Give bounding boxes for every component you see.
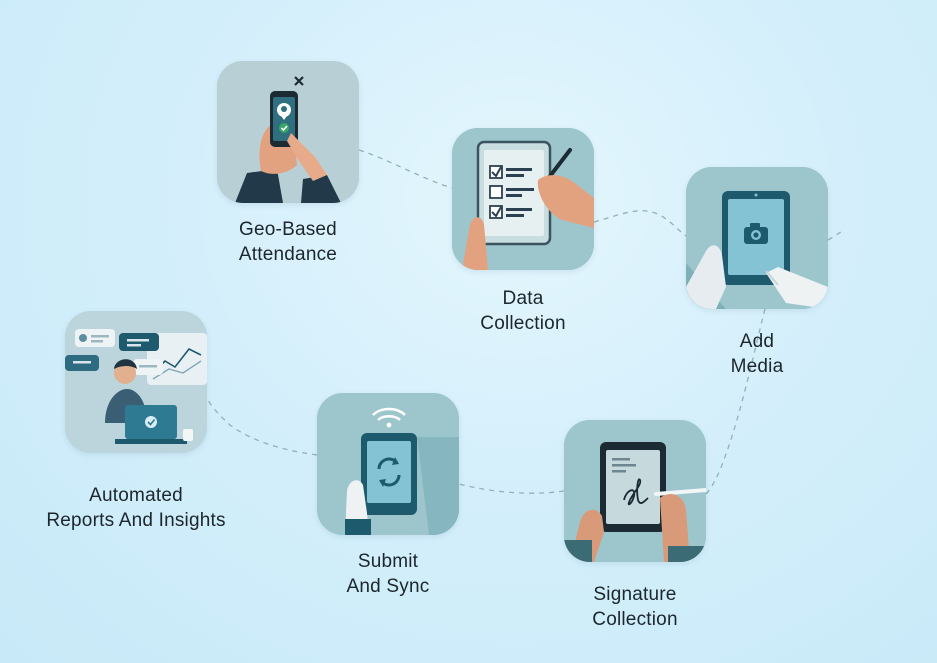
reports-analytics-icon	[65, 311, 207, 453]
label-line: Data	[502, 288, 544, 309]
geo-attendance-icon	[217, 61, 359, 203]
connector-signature-submit	[458, 483, 565, 494]
tile-automated-reports	[65, 311, 207, 453]
connector-submit-reports	[206, 397, 318, 456]
sync-phone-icon	[317, 393, 459, 535]
label-line: Add	[739, 331, 775, 352]
label-line: Submit	[357, 551, 419, 572]
label-line: Media	[730, 356, 784, 377]
step-data-collection: Data Collection	[452, 128, 594, 336]
label-line: Geo-Based	[239, 219, 337, 240]
checklist-tablet-icon	[452, 128, 594, 270]
label-data-collection: Data Collection	[480, 286, 565, 336]
tile-signature-collection	[564, 420, 706, 562]
tile-data-collection	[452, 128, 594, 270]
label-line: Collection	[592, 609, 678, 630]
label-automated-reports: Automated Reports And Insights	[46, 483, 225, 533]
tile-geo-attendance	[217, 61, 359, 203]
step-add-media: Add Media	[686, 167, 828, 379]
camera-tablet-icon	[686, 167, 828, 309]
label-line: Attendance	[238, 244, 338, 265]
label-line: Reports And Insights	[46, 510, 226, 531]
label-submit-sync: Submit And Sync	[347, 549, 430, 599]
step-automated-reports: Automated Reports And Insights	[46, 311, 225, 533]
label-geo-attendance: Geo-Based Attendance	[239, 217, 337, 267]
label-line: Signature	[593, 584, 677, 605]
connector-geo-data	[358, 149, 453, 189]
tile-add-media	[686, 167, 828, 309]
step-signature-collection: Signature Collection	[564, 420, 706, 632]
step-geo-attendance: Geo-Based Attendance	[217, 61, 359, 267]
signature-tablet-icon	[564, 420, 706, 562]
label-add-media: Add Media	[731, 329, 784, 379]
label-line: And Sync	[346, 576, 430, 597]
connector-data-media	[593, 210, 687, 237]
tile-submit-sync	[317, 393, 459, 535]
label-line: Automated	[89, 485, 183, 506]
label-line: Collection	[480, 313, 566, 334]
label-signature-collection: Signature Collection	[592, 582, 677, 632]
step-submit-sync: Submit And Sync	[317, 393, 459, 599]
connector-media-edge	[827, 229, 846, 241]
